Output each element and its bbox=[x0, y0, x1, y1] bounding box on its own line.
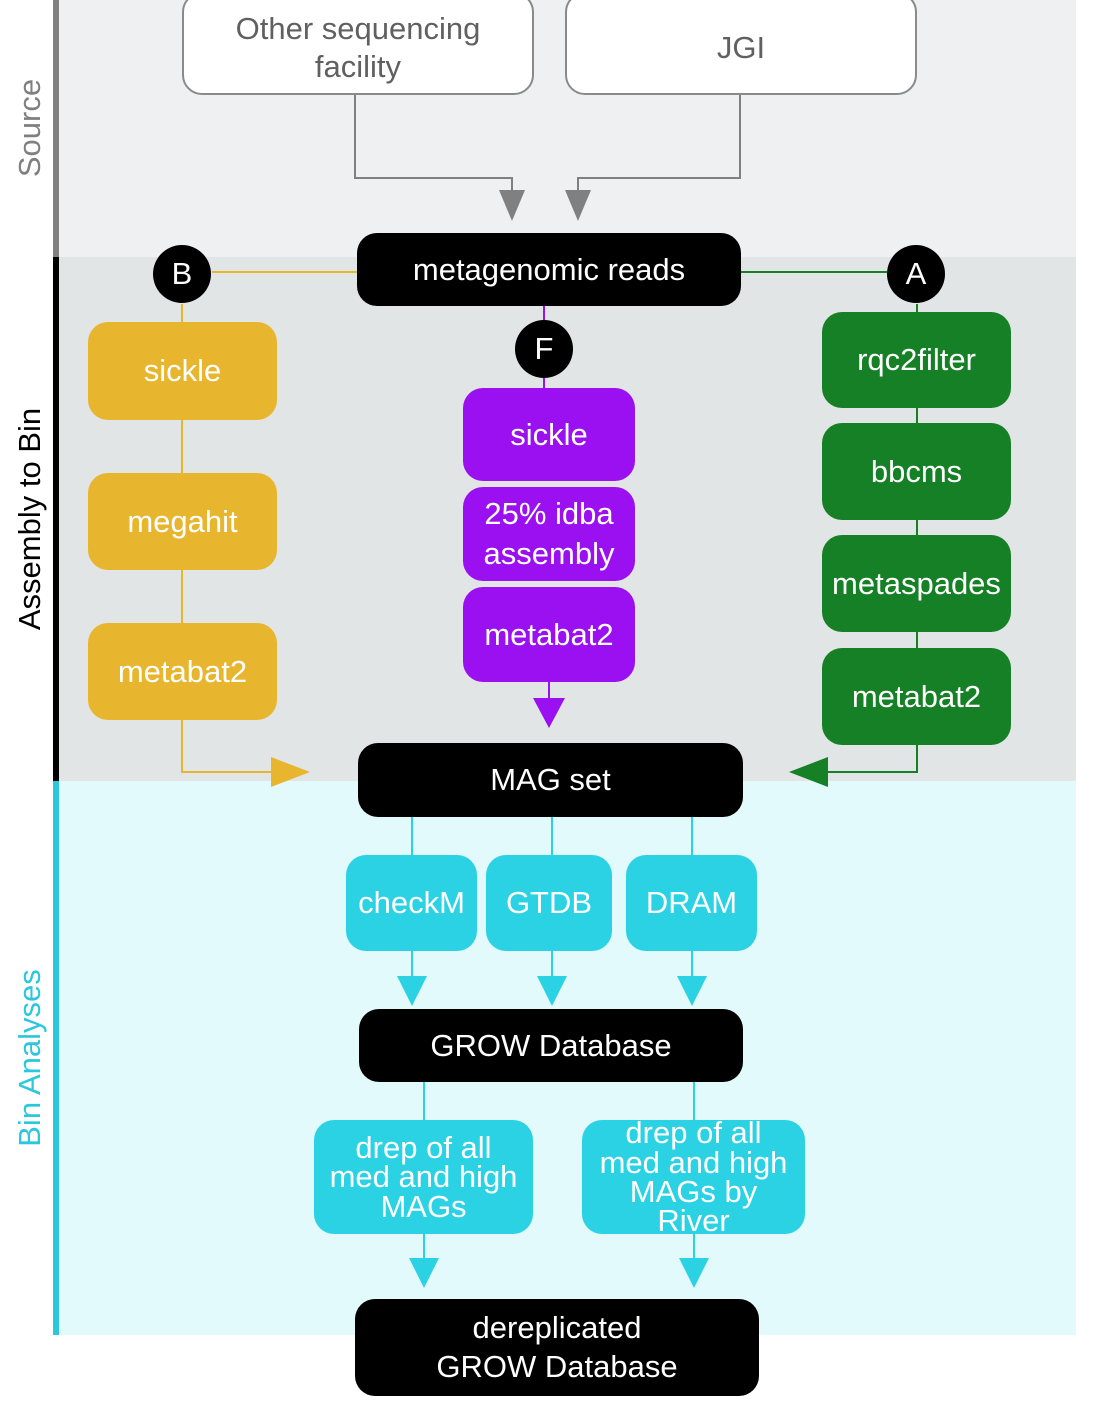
f-idba-assembly-label: 25% idba assembly bbox=[483, 496, 615, 571]
arrowhead-checkm bbox=[397, 976, 427, 1006]
f-metabat2-step: metabat2 bbox=[463, 587, 635, 682]
source-sidebar-bar bbox=[53, 0, 59, 257]
branch-f-badge: F bbox=[515, 320, 573, 378]
grow-database-node: GROW Database bbox=[359, 1009, 743, 1082]
assembly-sidebar-bar bbox=[53, 257, 59, 781]
dram-label: DRAM bbox=[645, 885, 738, 921]
b-megahit-label: megahit bbox=[127, 503, 238, 539]
branch-f-badge-label: F bbox=[534, 331, 554, 366]
b-megahit-step: megahit bbox=[88, 473, 277, 570]
jgi-connector bbox=[577, 95, 741, 192]
arrowhead-gtdb bbox=[537, 976, 567, 1006]
metagenomic-reads-node: metagenomic reads bbox=[357, 233, 741, 306]
drep-by-river-step: drep of all med and high MAGs by River bbox=[582, 1115, 805, 1239]
a-bbcms-label: bbcms bbox=[870, 453, 963, 489]
metagenomic-reads-label: metagenomic reads bbox=[412, 251, 686, 287]
a-rqc2filter-step: rqc2filter bbox=[822, 312, 1011, 408]
b-metabat2-label: metabat2 bbox=[117, 653, 248, 689]
grow-database-label: GROW Database bbox=[430, 1027, 672, 1063]
a-metabat2-step: metabat2 bbox=[822, 648, 1011, 745]
b-metabat2-step: metabat2 bbox=[88, 623, 277, 720]
a-metabat2-to-mag-set bbox=[820, 745, 918, 773]
dereplicated-db-line-label: GROW Database bbox=[436, 1348, 678, 1384]
f-sickle-step: sickle bbox=[463, 388, 635, 481]
gtdb-step: GTDB bbox=[486, 855, 612, 951]
b-sickle-step: sickle bbox=[88, 322, 277, 420]
f-idba-assembly-step: 25% idba assembly bbox=[463, 487, 635, 581]
b-metabat2-to-mag-set bbox=[181, 720, 285, 773]
dereplicated-grow-database-node: dereplicated GROW Database bbox=[355, 1299, 759, 1396]
a-rqc2filter-label: rqc2filter bbox=[857, 342, 976, 378]
drep-by-river-label: drep of all med and high MAGs by River bbox=[599, 1115, 788, 1239]
dereplicated-line-label: dereplicated bbox=[472, 1309, 642, 1345]
branch-b-badge: B bbox=[153, 245, 211, 303]
branch-a-badge-label: A bbox=[905, 256, 927, 291]
other-facility-connector bbox=[354, 95, 513, 192]
arrowhead-f-to-mag-set bbox=[533, 698, 565, 728]
jgi-box: JGI bbox=[565, 0, 917, 95]
gtdb-label: GTDB bbox=[505, 885, 593, 921]
bin-analyses-sidebar-bar bbox=[53, 781, 59, 1335]
branch-b-badge-label: B bbox=[171, 256, 193, 291]
mag-set-label: MAG set bbox=[490, 762, 611, 798]
a-metaspades-step: metaspades bbox=[822, 535, 1011, 632]
dram-step: DRAM bbox=[626, 855, 757, 951]
mag-set-node: MAG set bbox=[358, 743, 743, 817]
arrowhead-dram bbox=[677, 976, 707, 1006]
other-sequencing-facility-box: Other sequencing facility bbox=[182, 0, 534, 95]
a-bbcms-step: bbcms bbox=[822, 423, 1011, 520]
checkm-label: checkM bbox=[358, 885, 465, 921]
drep-all-step: drep of all med and high MAGs bbox=[314, 1120, 533, 1234]
arrowhead-a-to-mag-set bbox=[789, 757, 828, 787]
arrowhead-drep-river bbox=[679, 1258, 709, 1288]
other-sequencing-facility-label: Other sequencing facility bbox=[235, 10, 481, 84]
drep-all-label: drep of all med and high MAGs bbox=[329, 1129, 518, 1224]
branch-a-badge: A bbox=[887, 245, 945, 303]
arrowhead-other-facility bbox=[499, 190, 525, 221]
arrowhead-jgi bbox=[565, 190, 591, 221]
a-metaspades-label: metaspades bbox=[832, 565, 1001, 601]
f-sickle-label: sickle bbox=[510, 416, 588, 452]
a-metabat2-label: metabat2 bbox=[851, 678, 982, 714]
arrowhead-drep-all bbox=[409, 1258, 439, 1288]
b-sickle-label: sickle bbox=[143, 353, 222, 389]
f-metabat2-label: metabat2 bbox=[484, 616, 614, 652]
checkm-step: checkM bbox=[346, 855, 477, 951]
arrowhead-b-to-mag-set bbox=[271, 757, 310, 787]
jgi-label: JGI bbox=[716, 29, 766, 65]
